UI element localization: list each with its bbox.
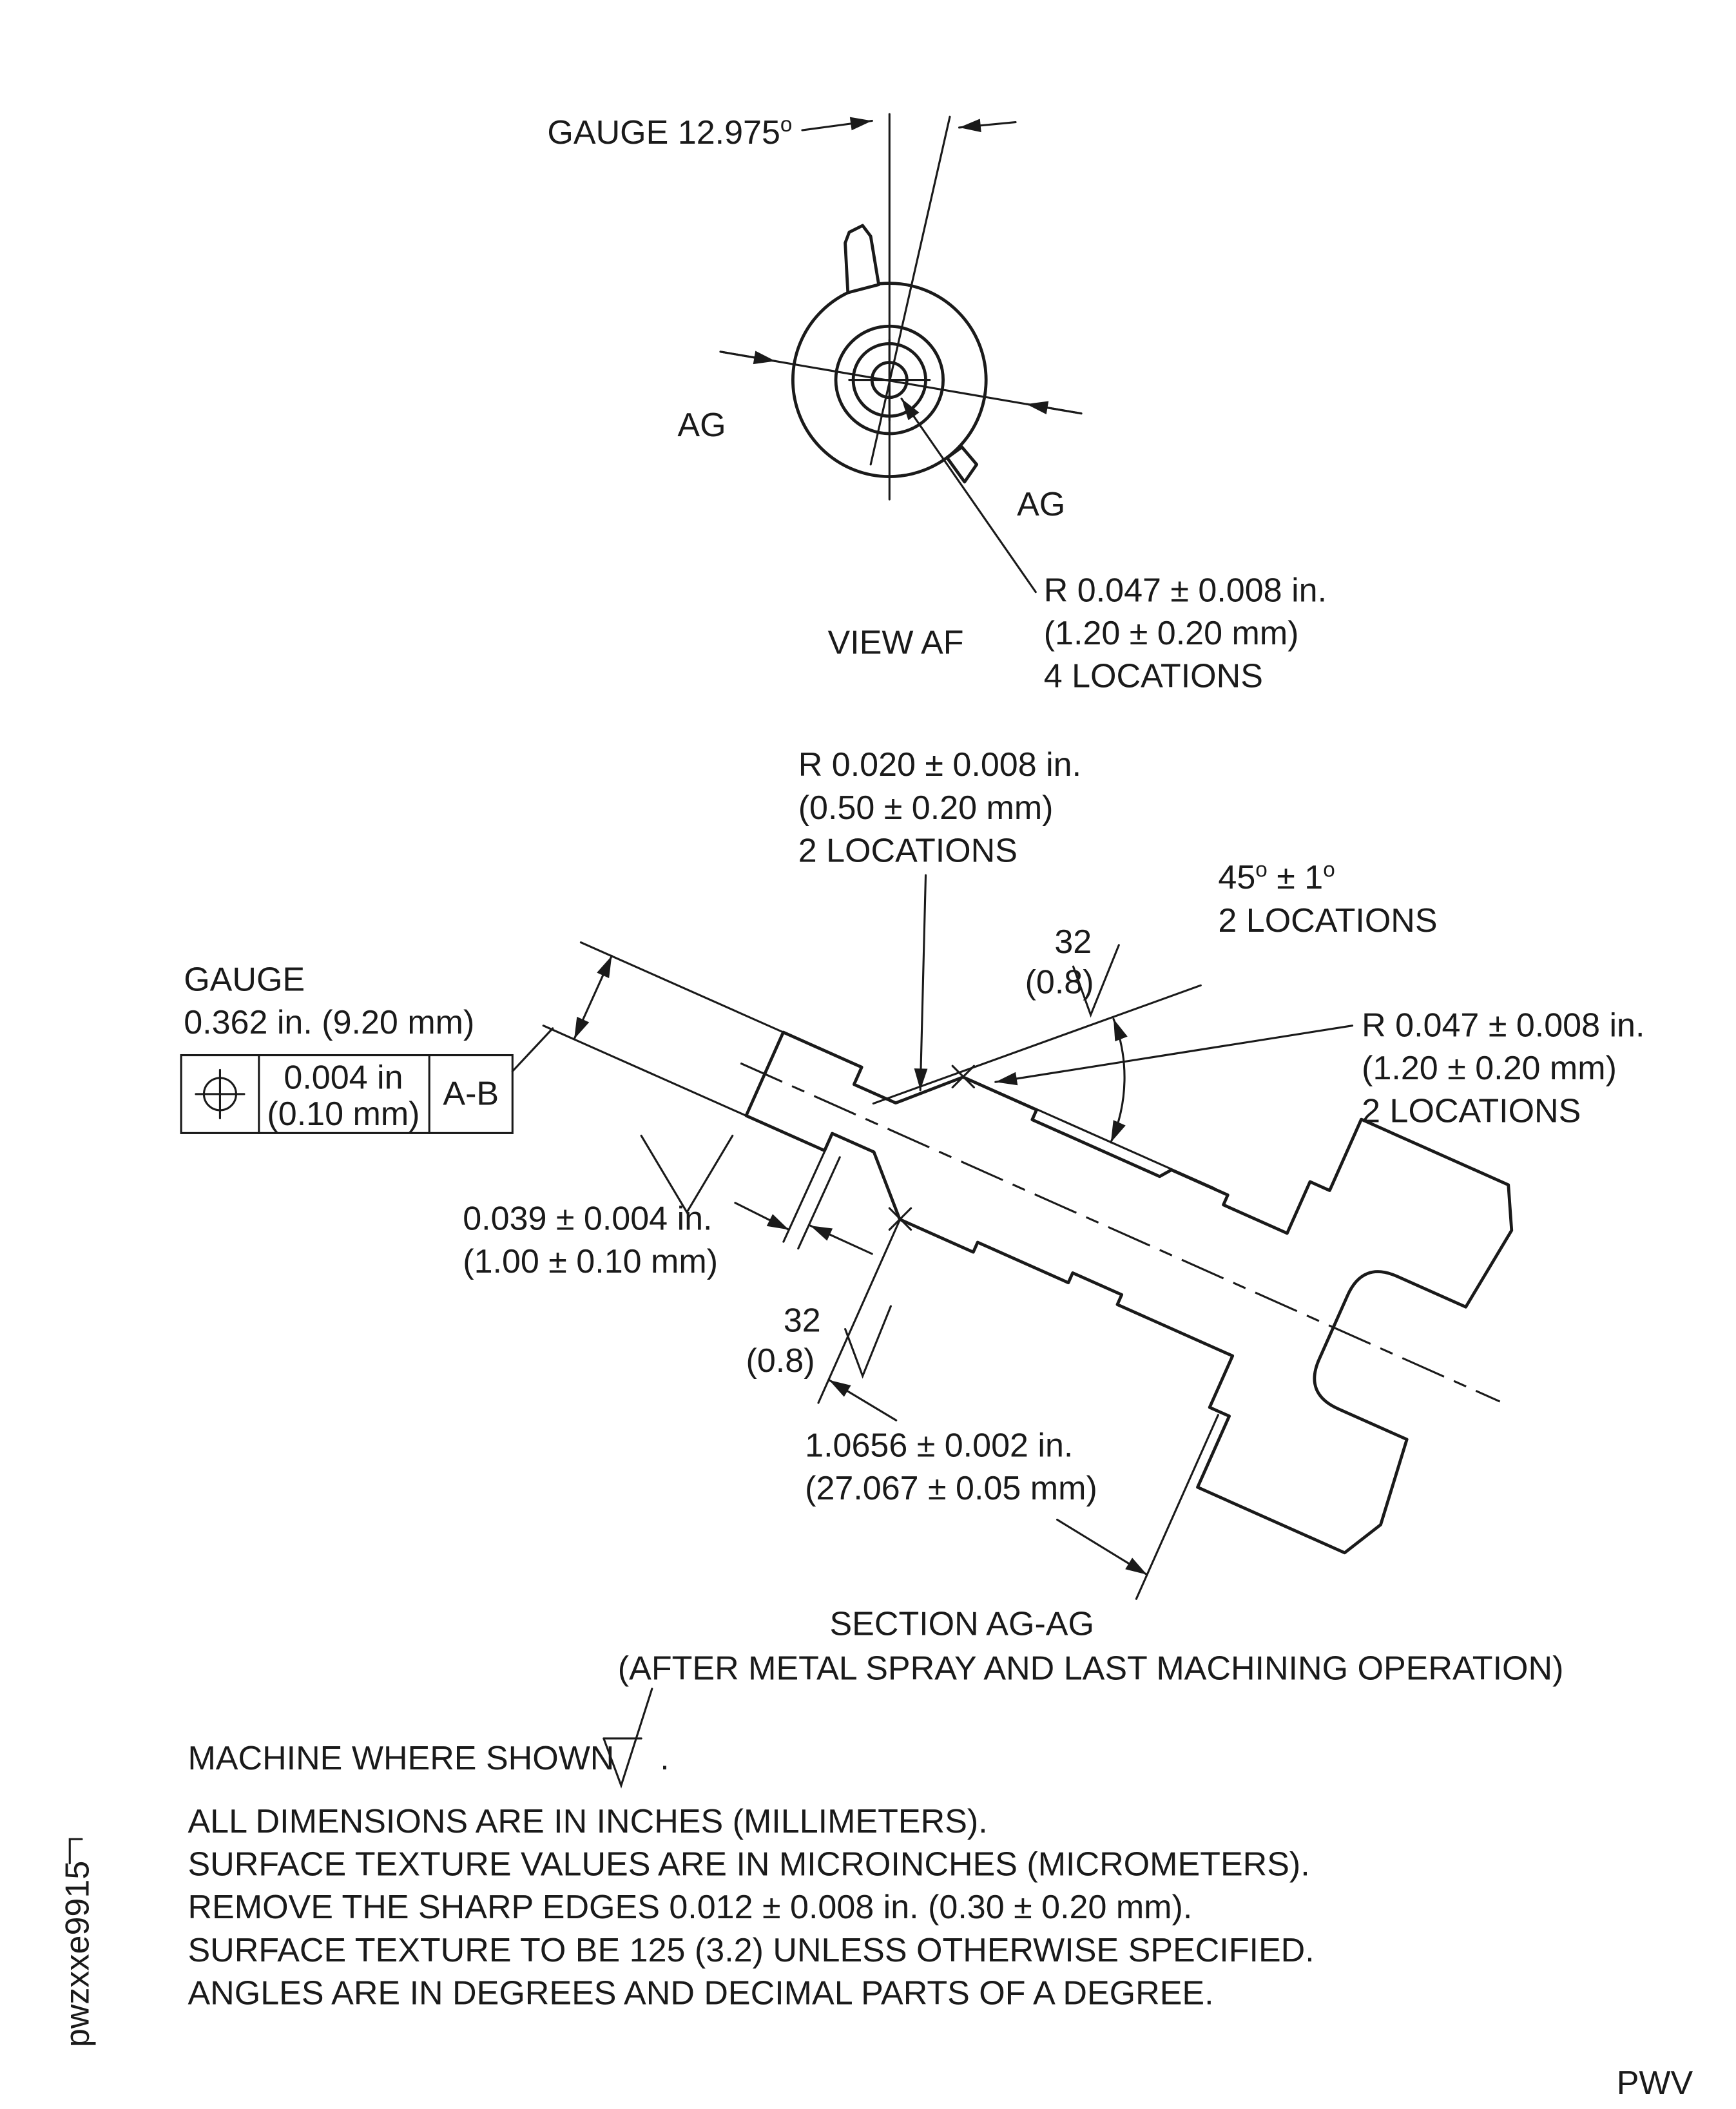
- finish1-metric: (0.8): [1025, 964, 1094, 1001]
- position-symbol-icon: [195, 1068, 246, 1120]
- length-dimension: [817, 1218, 1219, 1600]
- angle-45-construction: [872, 984, 1215, 1189]
- fcf-tolerance-in: 0.004 in: [284, 1059, 403, 1097]
- drawing-notes: MACHINE WHERE SHOWN . ALL DIMENSIONS ARE…: [188, 1688, 1315, 2012]
- angle-reference-line: [962, 1075, 1215, 1189]
- angle-locations: 2 LOCATIONS: [1218, 902, 1437, 939]
- corner-mark: [68, 1838, 83, 1865]
- view-af-drawing: GAUGE 12.975o AG AG R 0.047 ± 0.008 in. …: [547, 113, 1327, 695]
- section-ag-drawing: 32 (0.8): [180, 746, 1644, 1687]
- radius-right-line3: 2 LOCATIONS: [1362, 1093, 1581, 1130]
- bottom-lug: [945, 445, 979, 484]
- gauge-label: GAUGE: [184, 961, 305, 999]
- gauge-angle-line: [869, 115, 951, 466]
- chamfer-extension-line: [872, 984, 1202, 1105]
- tip-width-dimension: [640, 1134, 873, 1255]
- note-1: MACHINE WHERE SHOWN: [188, 1740, 614, 1777]
- gauge-angle-label: GAUGE 12.975o: [547, 113, 792, 151]
- radius-note-line2: (1.20 ± 0.20 mm): [1044, 615, 1299, 652]
- finish-check-icon: [1072, 944, 1120, 1018]
- side-code: pwzxxe9915: [59, 1861, 96, 2047]
- radius-leader: [900, 398, 1037, 593]
- angle-label: 45o ± 1o: [1218, 858, 1335, 896]
- page-code: PWV: [1617, 2065, 1693, 2102]
- gauge-value: 0.362 in. (9.20 mm): [184, 1004, 474, 1041]
- shaft-outline-group: [744, 1030, 1514, 1555]
- part-hub-circle: [834, 324, 945, 436]
- radius-note-line1: R 0.047 ± 0.008 in.: [1044, 572, 1327, 609]
- width-dim-line1: 0.039 ± 0.004 in.: [463, 1200, 712, 1237]
- finish2-metric: (0.8): [746, 1342, 815, 1380]
- fcf-leader: [511, 1027, 554, 1073]
- fcf-datum: A-B: [443, 1075, 499, 1113]
- section-arrow-left: [719, 351, 776, 365]
- section-label-ag-left: AG: [677, 407, 726, 444]
- note-6: ANGLES ARE IN DEGREES AND DECIMAL PARTS …: [188, 1974, 1213, 2012]
- note-4: REMOVE THE SHARP EDGES 0.012 ± 0.008 in.…: [188, 1889, 1192, 1926]
- view-af-caption: VIEW AF: [828, 624, 964, 662]
- radius-047-leader: [994, 1025, 1354, 1086]
- note-3: SURFACE TEXTURE VALUES ARE IN MICROINCHE…: [188, 1845, 1309, 1883]
- fcf-tolerance-mm: (0.10 mm): [267, 1095, 420, 1133]
- gauge-dim-arrow-left: [801, 117, 873, 131]
- radius-right-line1: R 0.047 ± 0.008 in.: [1362, 1006, 1644, 1044]
- section-caption: SECTION AG-AG: [829, 1606, 1094, 1643]
- margin-codes: pwzxxe9915 PWV: [59, 1838, 1693, 2102]
- surface-finish-symbol-2: 32 (0.8): [746, 1302, 892, 1380]
- finish1-value: 32: [1054, 923, 1092, 961]
- length-dim-line1: 1.0656 ± 0.002 in.: [805, 1427, 1073, 1464]
- shaft-centerline: [740, 1062, 1501, 1403]
- surface-finish-symbol-1: 32 (0.8): [1025, 923, 1120, 1018]
- feature-control-frame: 0.004 in (0.10 mm) A-B: [180, 1054, 514, 1134]
- radius-top-line1: R 0.020 ± 0.008 in.: [798, 746, 1081, 784]
- section-arrow-right: [1025, 401, 1083, 415]
- shaft-outline: [744, 1030, 1514, 1555]
- radius-020-leader: [914, 874, 928, 1092]
- radius-top-line2: (0.50 ± 0.20 mm): [798, 789, 1054, 827]
- top-lug: [844, 224, 881, 294]
- note-1-period: .: [660, 1740, 669, 1777]
- radius-right-line2: (1.20 ± 0.20 mm): [1362, 1050, 1617, 1087]
- gauge-width-dimension: [511, 941, 785, 1117]
- finish-check-icon: [844, 1305, 892, 1379]
- section-subcaption: (AFTER METAL SPRAY AND LAST MACHINING OP…: [618, 1650, 1564, 1687]
- note-5: SURFACE TEXTURE TO BE 125 (3.2) UNLESS O…: [188, 1932, 1314, 1969]
- part-outer-circle: [791, 282, 988, 478]
- width-dim-line2: (1.00 ± 0.10 mm): [463, 1243, 718, 1280]
- gauge-dim-arrow-right: [958, 119, 1017, 133]
- section-cut-line: [719, 351, 1083, 415]
- finish2-value: 32: [784, 1302, 821, 1340]
- section-label-ag-right: AG: [1017, 486, 1065, 523]
- angle-arc: [1110, 1017, 1128, 1144]
- leader-vee: [640, 1134, 734, 1215]
- radius-top-line3: 2 LOCATIONS: [798, 833, 1017, 870]
- machining-symbol-icon: [603, 1688, 653, 1789]
- note-2: ALL DIMENSIONS ARE IN INCHES (MILLIMETER…: [188, 1803, 987, 1840]
- radius-note-line3: 4 LOCATIONS: [1044, 658, 1263, 695]
- length-dim-line2: (27.067 ± 0.05 mm): [805, 1470, 1097, 1507]
